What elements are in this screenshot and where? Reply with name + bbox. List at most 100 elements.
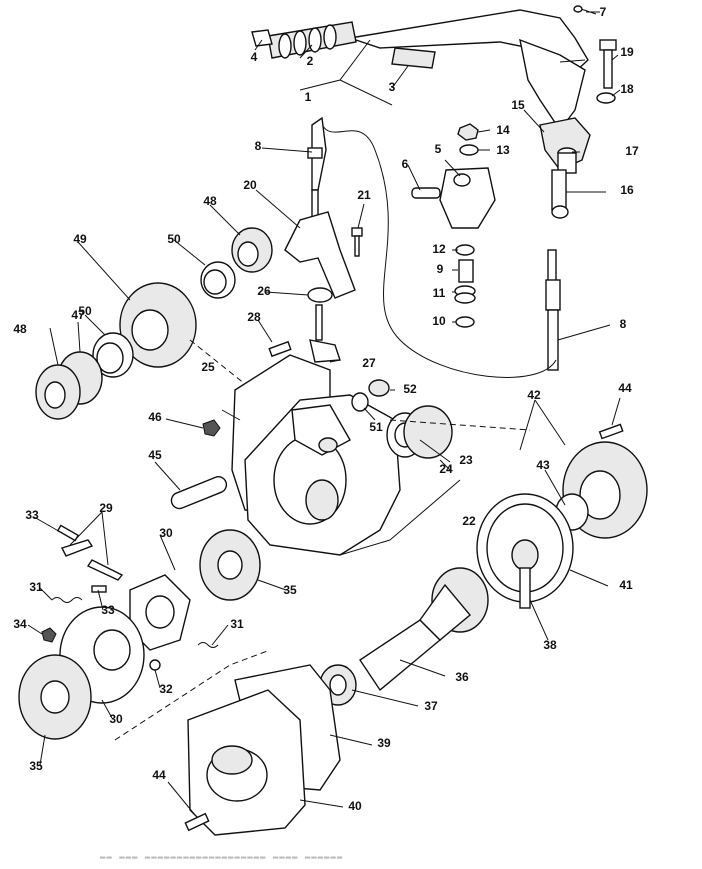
callout-labels: 1 2 3 4 5 6 7 8 8 9 10 11 12 13 14 15 16… <box>13 5 639 813</box>
callout-44-right: 44 <box>618 381 632 395</box>
decal-plate <box>391 47 436 69</box>
callout-34: 34 <box>13 617 27 631</box>
clevis-16 <box>551 169 569 219</box>
bolt-33b <box>91 585 107 593</box>
links-29 <box>61 539 124 581</box>
housing-22 <box>244 394 401 556</box>
seal-51 <box>351 392 369 412</box>
hand-grip <box>267 21 357 59</box>
callout-1: 1 <box>305 90 312 104</box>
bolt-44-right <box>598 423 624 440</box>
leader-dash-a <box>114 649 271 741</box>
callout-33-right: 33 <box>101 603 115 617</box>
nut-14 <box>457 123 479 141</box>
callout-27: 27 <box>362 356 376 370</box>
spring-31b <box>197 642 219 648</box>
callout-49: 49 <box>73 232 87 246</box>
callout-5: 5 <box>435 142 442 156</box>
pin-45 <box>170 476 228 510</box>
callout-44-left: 44 <box>152 768 166 782</box>
callout-51: 51 <box>369 420 383 434</box>
sleeve-9 <box>458 259 474 283</box>
callout-36: 36 <box>455 670 469 684</box>
leader-dash-b <box>389 419 531 431</box>
gear-48-top <box>231 227 273 273</box>
callout-19: 19 <box>620 45 634 59</box>
ring-50 <box>92 332 134 378</box>
link-27 <box>309 304 341 363</box>
washer-10 <box>455 316 475 328</box>
callout-33-left: 33 <box>25 508 39 522</box>
leader-dash-49 <box>189 339 291 421</box>
leader-lines <box>27 11 621 816</box>
callout-43: 43 <box>536 458 550 472</box>
callout-2: 2 <box>307 54 314 68</box>
callout-48-top: 48 <box>203 194 217 208</box>
callout-50-left: 50 <box>78 304 92 318</box>
cover-40 <box>187 689 306 836</box>
washer-18 <box>596 92 616 104</box>
callout-6: 6 <box>402 157 409 171</box>
gear-48 <box>35 364 81 420</box>
callout-45: 45 <box>148 448 162 462</box>
callout-37: 37 <box>424 699 438 713</box>
bolt-19 <box>599 39 617 89</box>
callout-30-bottom: 30 <box>109 712 123 726</box>
callout-3: 3 <box>389 80 396 94</box>
callout-31-right: 31 <box>230 617 244 631</box>
callout-22: 22 <box>462 514 476 528</box>
callout-38: 38 <box>543 638 557 652</box>
control-rod-8 <box>545 249 561 371</box>
callout-39: 39 <box>377 736 391 750</box>
grip-cap <box>251 29 273 47</box>
callout-30-top: 30 <box>159 526 173 540</box>
callout-25: 25 <box>201 360 215 374</box>
callout-11: 11 <box>433 286 446 300</box>
callout-9: 9 <box>437 262 444 276</box>
callout-18: 18 <box>620 82 634 96</box>
callout-46: 46 <box>148 410 162 424</box>
gear-49 <box>119 282 197 368</box>
callout-14: 14 <box>496 123 510 137</box>
callout-26: 26 <box>257 284 271 298</box>
callout-28: 28 <box>247 310 261 324</box>
shaft-36 <box>359 567 489 692</box>
gear-38 <box>511 539 539 609</box>
callout-4: 4 <box>251 50 258 64</box>
callout-21: 21 <box>357 188 371 202</box>
pivot-bracket-15 <box>539 117 591 171</box>
callout-47: 47 <box>71 308 85 322</box>
nut-34 <box>41 627 57 643</box>
plug-52 <box>368 379 390 397</box>
callout-7: 7 <box>600 5 607 19</box>
ball-32 <box>149 659 161 671</box>
hand-lever <box>349 9 589 132</box>
callout-24: 24 <box>439 462 453 476</box>
callout-35-right: 35 <box>283 583 297 597</box>
callout-16: 16 <box>620 183 634 197</box>
callout-8-right: 8 <box>620 317 627 331</box>
spring-31 <box>51 597 83 603</box>
bolt-28 <box>268 340 292 358</box>
spring-11 <box>454 285 476 304</box>
callout-29: 29 <box>99 501 113 515</box>
cotter-pin <box>573 5 597 15</box>
actuator-plate-30 <box>129 574 191 651</box>
washer-12 <box>455 244 475 256</box>
ring-50-top <box>200 261 236 299</box>
callout-42: 42 <box>527 388 541 402</box>
callout-12: 12 <box>432 242 446 256</box>
bearing-23 <box>403 405 453 459</box>
callout-52: 52 <box>403 382 417 396</box>
pin-6 <box>411 187 441 199</box>
plug-46 <box>202 419 221 437</box>
callout-13: 13 <box>496 143 510 157</box>
control-cable-loop <box>319 119 557 378</box>
cable-end-8 <box>307 116 327 221</box>
callout-10: 10 <box>432 314 446 328</box>
callout-48-left: 48 <box>13 322 27 336</box>
bolt-33 <box>56 524 80 542</box>
callout-31-left: 31 <box>29 580 43 594</box>
clevis-5 <box>439 167 496 229</box>
